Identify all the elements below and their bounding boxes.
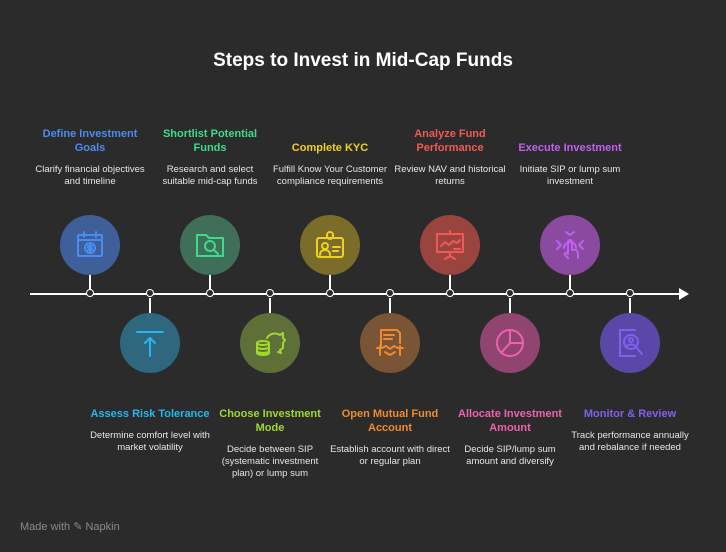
step-description: Track performance annually and rebalance… — [571, 430, 689, 453]
step-title: Analyze Fund Performance — [414, 128, 486, 154]
step-complete-kyc-circle — [300, 215, 360, 275]
connector — [509, 298, 511, 313]
connector — [389, 298, 391, 313]
step-title: Execute Investment — [518, 142, 622, 154]
timeline-node — [265, 289, 274, 297]
tap-icon — [556, 231, 584, 259]
timeline-line — [30, 293, 682, 295]
pie-chart-icon — [496, 329, 524, 357]
timeline-node — [505, 289, 514, 297]
step-analyze-fund-performance-circle — [420, 215, 480, 275]
presentation-chart-icon — [436, 230, 464, 260]
piggy-bank-icon — [256, 332, 286, 356]
step-title: Complete KYC — [291, 142, 369, 154]
made-with-napkin: Made with ✎ Napkin — [20, 521, 120, 533]
step-title: Open Mutual Fund Account — [341, 408, 439, 434]
step-title: Shortlist Potential Funds — [162, 128, 258, 154]
connector — [329, 275, 331, 290]
step-allocate-investment-amount-circle — [480, 313, 540, 373]
step-description: Review NAV and historical returns — [394, 164, 506, 187]
step-monitor-review-circle — [600, 313, 660, 373]
step-execute-investment-circle — [540, 215, 600, 275]
step-description: Fulfill Know Your Customer compliance re… — [272, 164, 388, 187]
connector — [569, 275, 571, 290]
diagram-title: Steps to Invest in Mid-Cap Funds — [213, 50, 513, 71]
timeline-arrowhead — [679, 288, 689, 300]
step-open-mutual-fund-account-circle — [360, 313, 420, 373]
connector — [89, 275, 91, 290]
step-assess-risk-tolerance-circle — [120, 313, 180, 373]
step-complete-kyc: Complete KYC Fulfill Know Your Customer c… — [270, 141, 390, 188]
step-shortlist-potential-funds-circle — [180, 215, 240, 275]
user-search-icon — [619, 329, 643, 357]
contract-handshake-icon — [376, 329, 404, 356]
step-title: Choose Investment Mode — [219, 408, 321, 434]
folder-search-icon — [196, 234, 224, 257]
id-badge-icon — [316, 231, 344, 258]
timeline-node — [205, 289, 214, 297]
connector — [629, 298, 631, 313]
connector — [449, 275, 451, 290]
step-title: Assess Risk Tolerance — [90, 408, 210, 420]
timeline-node — [145, 289, 154, 297]
step-choose-investment-mode-circle — [240, 313, 300, 373]
connector — [149, 298, 151, 313]
calendar-dollar-icon — [77, 231, 103, 257]
step-title: Allocate Investment Amount — [458, 408, 562, 434]
timeline-node — [625, 289, 634, 297]
arrow-up-limit-icon — [136, 331, 164, 357]
timeline-node — [565, 289, 574, 297]
connector — [269, 298, 271, 313]
step-description: Determine comfort level with market vola… — [90, 430, 210, 453]
connector — [209, 275, 211, 290]
step-description: Clarify financial objectives and timelin… — [35, 164, 145, 187]
step-title: Monitor & Review — [583, 408, 677, 420]
timeline-node — [325, 289, 334, 297]
step-description: Decide between SIP (systematic investmen… — [221, 444, 319, 479]
step-description: Initiate SIP or lump sum investment — [519, 164, 621, 187]
timeline-node — [85, 289, 94, 297]
step-description: Decide SIP/lump sum amount and diversify — [464, 444, 556, 467]
step-description: Establish account with direct or regular… — [330, 444, 450, 467]
step-define-investment-goals-circle — [60, 215, 120, 275]
step-title: Define Investment Goals — [42, 128, 138, 154]
timeline-node — [385, 289, 394, 297]
step-description: Research and select suitable mid-cap fun… — [162, 164, 258, 187]
timeline-node — [445, 289, 454, 297]
